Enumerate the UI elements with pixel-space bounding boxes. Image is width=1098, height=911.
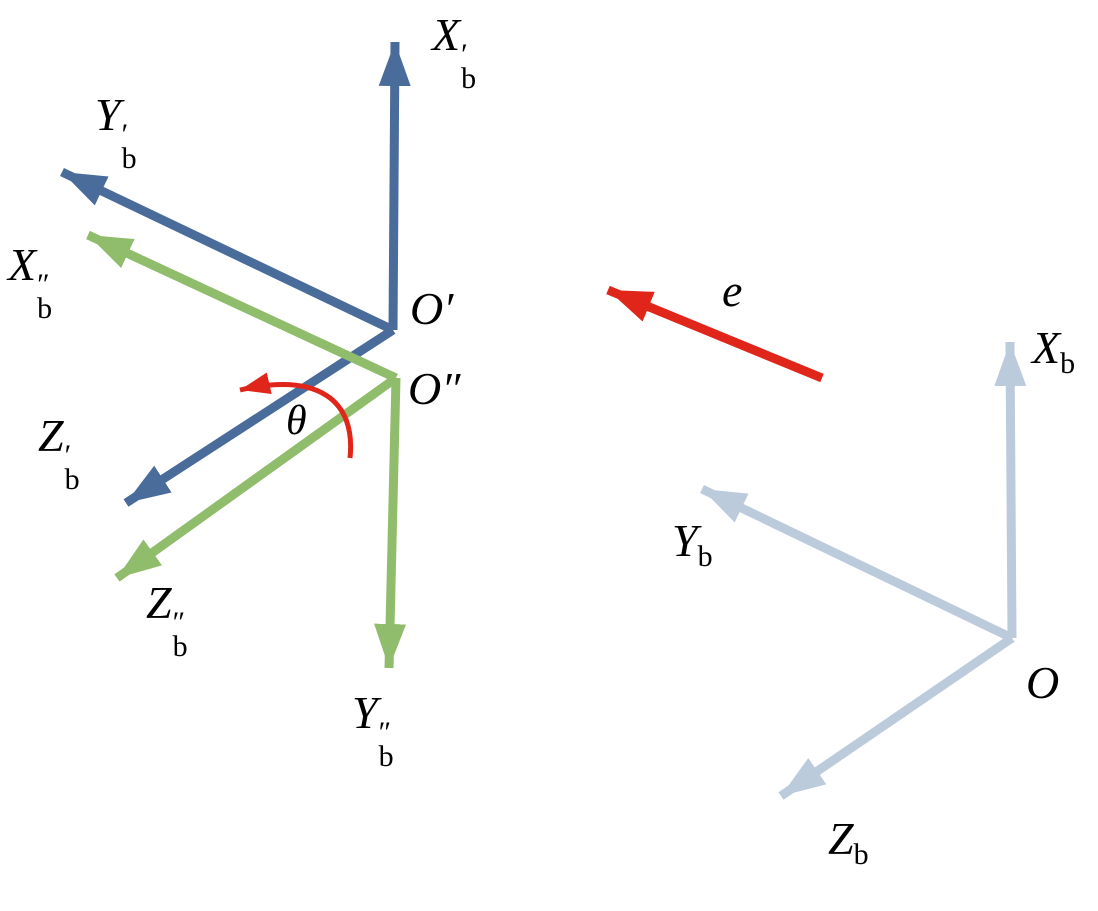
axis-subsup: ′b [121, 118, 137, 175]
label-z-prime-axis: Z′b [38, 410, 80, 496]
axis-subsup: ′b [64, 439, 80, 496]
label-y-double-prime-axis: Y″b [352, 687, 394, 773]
axis-letter: Y [95, 89, 121, 140]
label-origin-o-prime: O′ [410, 286, 453, 332]
rotation-angle-arc-arrow [239, 372, 354, 459]
z-double-prime-axis-arrow [114, 374, 399, 582]
axis-letter: Y [672, 515, 698, 566]
rotation-angle-letter: θ [286, 398, 307, 444]
label-rotation-angle-theta: θ [286, 400, 307, 442]
x-double-prime-axis-arrow [86, 230, 398, 383]
axis-subscript: b [461, 62, 477, 95]
label-origin-o-double-prime: O″ [408, 366, 460, 412]
axis-subscript: b [853, 838, 869, 872]
axis-subscript: b [64, 463, 80, 496]
label-z-body-axis: Zb [828, 816, 869, 870]
label-x-prime-axis: X′b [432, 9, 477, 95]
origin-letter: O″ [408, 363, 461, 414]
axis-subsup: ″b [378, 716, 394, 773]
axis-subscript: b [121, 142, 137, 175]
axis-prime-mark: ′ [121, 118, 129, 151]
axis-letter: Z [828, 813, 854, 864]
label-y-prime-axis: Y′b [95, 89, 137, 175]
axis-subsup: ′b [461, 38, 477, 95]
axis-subscript: b [37, 292, 53, 325]
origin-letter: O [1026, 657, 1060, 708]
body-frame-axes [700, 341, 1027, 800]
axis-letter: X [8, 239, 37, 290]
y-double-prime-axis-arrow [374, 377, 407, 669]
axis-prime-mark: ″ [378, 716, 392, 749]
axis-subscript: b [172, 630, 188, 663]
double-primed-frame-axes [86, 230, 407, 669]
axis-prime-mark: ″ [172, 606, 186, 639]
z-body-axis-arrow [778, 634, 1015, 800]
label-x-body-axis: Xb [1032, 325, 1075, 379]
axis-subscript: b [697, 540, 713, 574]
axis-subscript: b [1060, 347, 1076, 381]
rotation-axis-e-arrow [606, 285, 824, 383]
x-body-axis-arrow [994, 341, 1027, 639]
y-body-axis-arrow [700, 484, 1014, 643]
axis-prime-mark: ″ [37, 268, 50, 301]
axis-prime-mark: ′ [64, 439, 72, 472]
axis-letter: Z [38, 410, 64, 461]
label-x-double-prime-axis: X″b [8, 239, 53, 325]
origin-letter: O′ [410, 283, 454, 334]
axis-subsup: ″b [172, 606, 188, 663]
y-prime-axis-arrow [60, 167, 395, 335]
axis-prime-mark: ′ [461, 38, 468, 71]
label-y-body-axis: Yb [672, 518, 713, 572]
axis-letter: Z [146, 577, 172, 628]
axis-subsup: ″b [37, 268, 53, 325]
rotation-axis-letter: e [722, 265, 743, 316]
label-z-double-prime-axis: Z″b [146, 577, 188, 663]
axis-letter: X [1032, 322, 1061, 373]
label-rotation-axis-e: e [722, 268, 742, 314]
x-prime-axis-arrow [378, 41, 411, 331]
axis-letter: Y [352, 687, 378, 738]
axis-letter: X [432, 9, 461, 60]
axis-subscript: b [378, 740, 394, 773]
label-origin-o: O [1026, 660, 1059, 706]
